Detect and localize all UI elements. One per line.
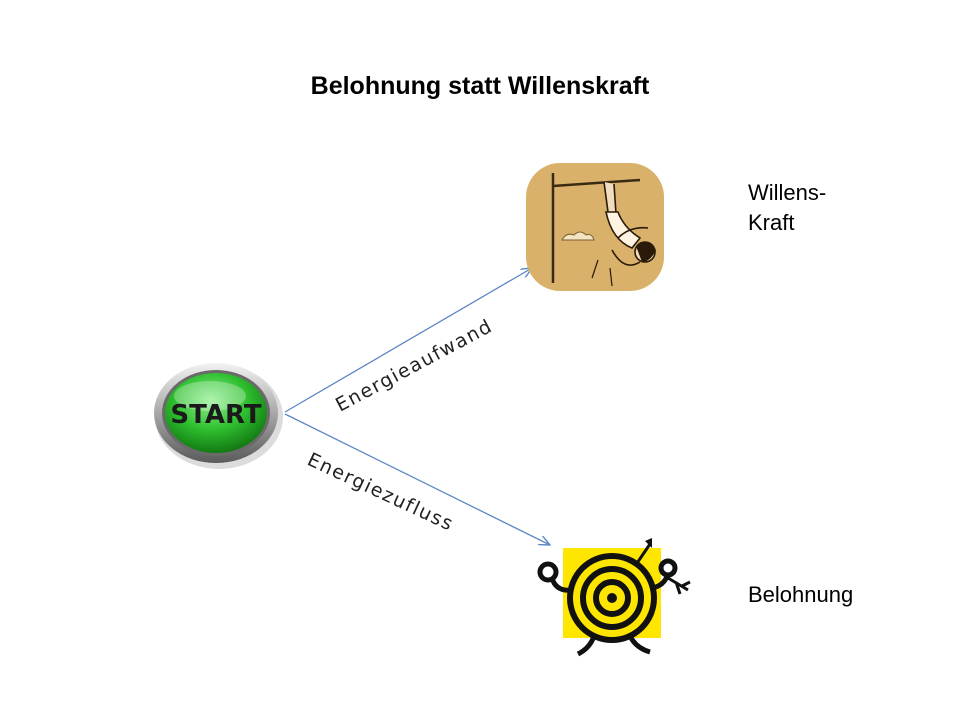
energieaufwand-label: Energieaufwand [332,315,496,416]
target-character-icon [537,538,691,657]
start-button-label: START [170,400,261,430]
pull-up-athlete-icon [526,163,664,291]
willenskraft-label-line2: Kraft [748,210,795,235]
willenskraft-label: Willens- Kraft [748,178,826,238]
start-button[interactable]: START [154,363,283,469]
upper-arrow [284,268,532,413]
willenskraft-label-line1: Willens- [748,180,827,205]
page-title: Belohnung statt Willenskraft [310,72,650,100]
lower-arrow [284,413,550,545]
belohnung-label: Belohnung [748,582,854,607]
